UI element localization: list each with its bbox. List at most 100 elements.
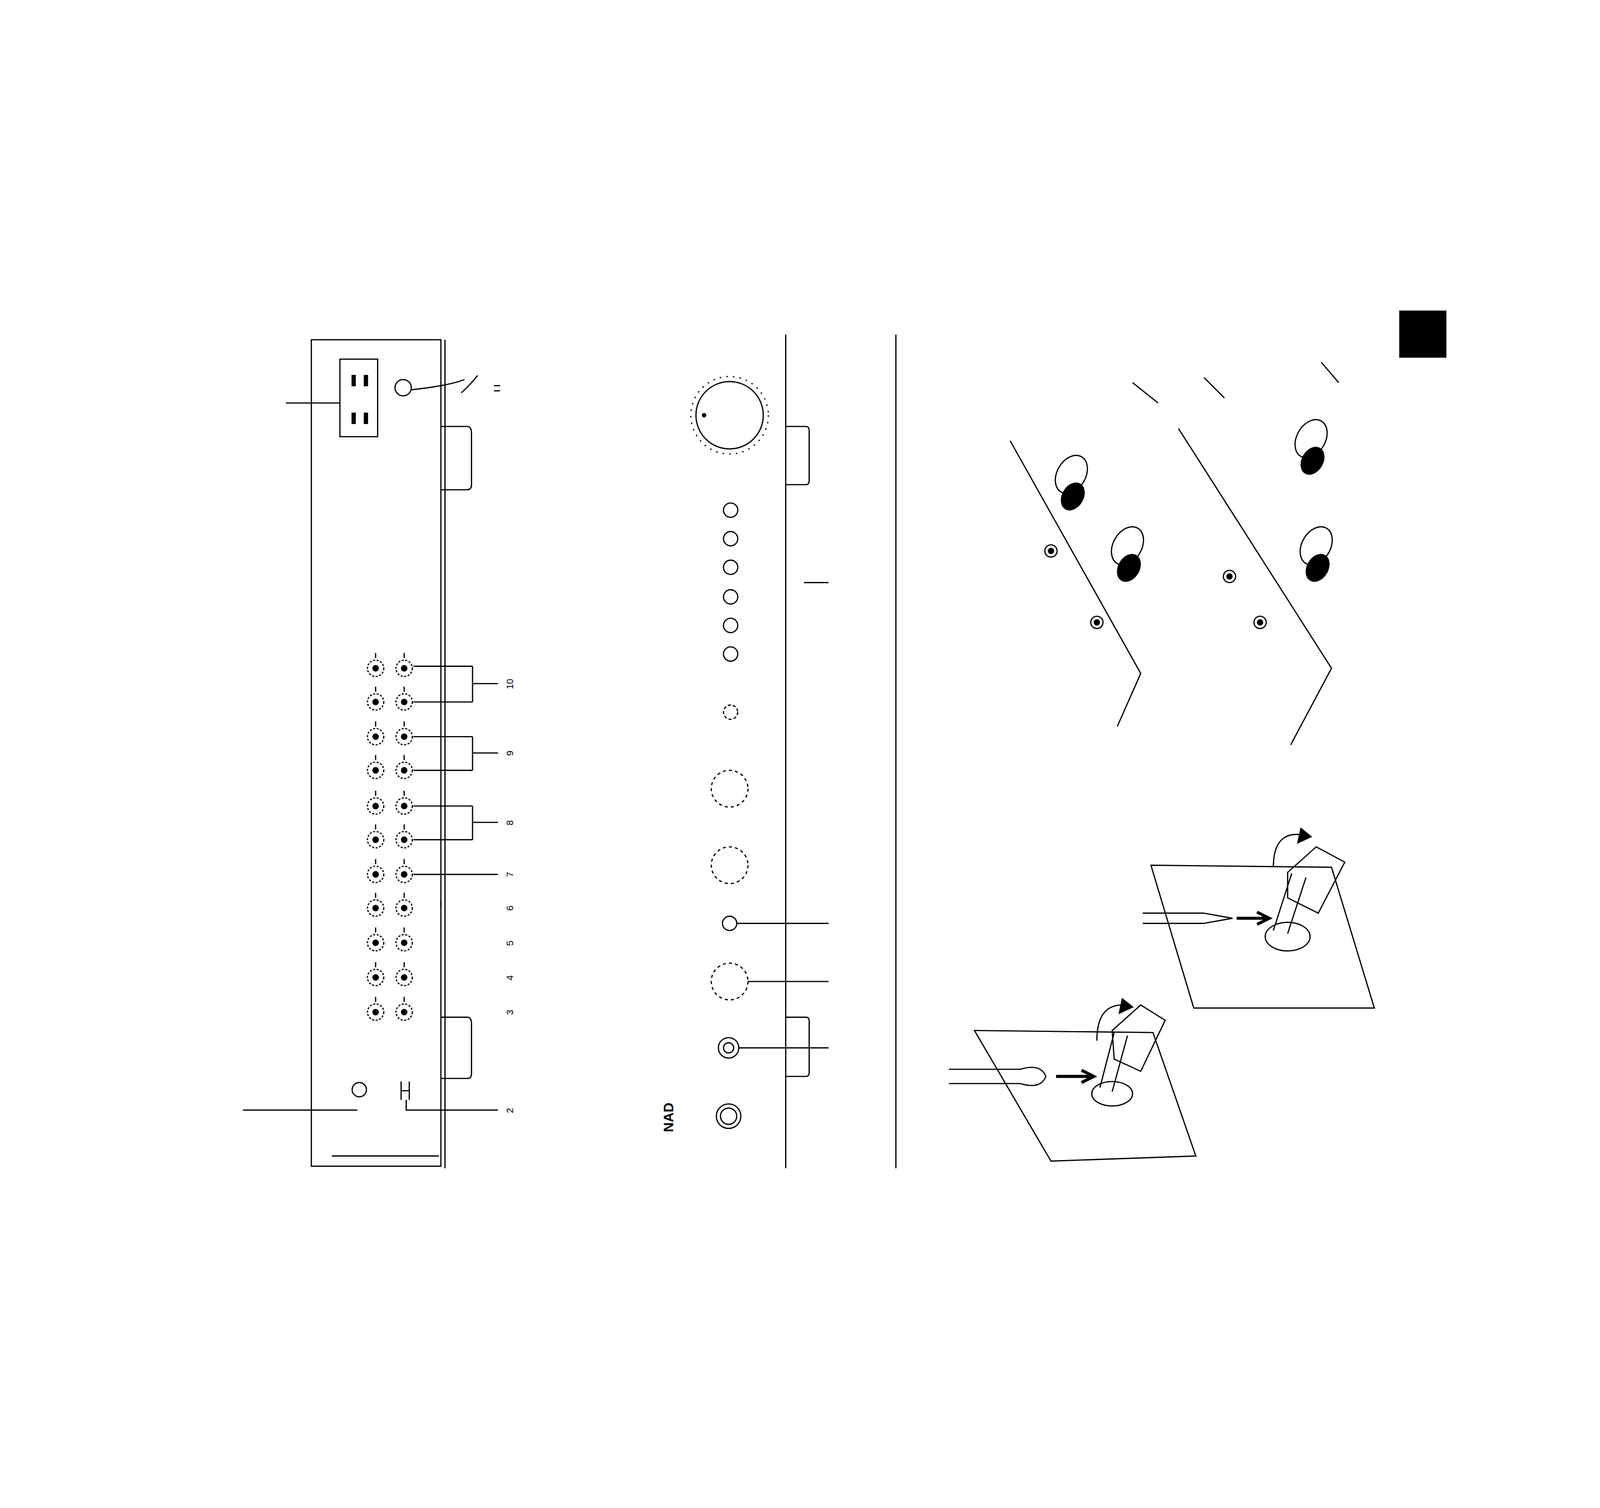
jack-tick [403,686,405,692]
tick [440,900,442,909]
jack-tick [403,721,405,727]
jack-tick [403,996,405,1002]
balance-knob [711,963,748,1000]
panel-edge [785,334,787,1168]
selector-button [723,531,738,546]
post-thread [1100,1032,1128,1092]
jack-tick [374,892,377,898]
jack-pin [401,803,407,809]
rca-jack [396,969,413,986]
symbol [493,390,500,392]
leader-line [472,683,499,685]
turn-arrow [1096,1004,1123,1041]
ac-outlet [339,359,378,437]
speaker-wire [1142,913,1233,924]
terminal-post [1257,619,1263,625]
jack-tick [374,927,377,933]
leader-line [286,402,341,404]
jack-pin [401,699,407,705]
page-tab [1399,311,1446,358]
jack-tick [374,996,377,1002]
jack-pin [401,733,407,739]
jack-tick [374,754,377,760]
outlet-slot [364,375,368,386]
jack-pin [373,905,379,911]
jack-pin [373,733,379,739]
terminal-post [1226,573,1233,579]
post-knob [1287,846,1345,913]
headphone-jack [723,1042,734,1053]
leader-line [804,581,829,584]
rca-jack [396,659,413,677]
headphone-jack [718,1037,739,1058]
panel-sheet [974,1030,1197,1162]
tone-knob [711,846,748,884]
leader-line [413,838,473,841]
jack-tick [374,652,377,658]
rca-jack [367,728,384,745]
rca-jack [396,762,413,779]
tone-knob [711,770,748,807]
knob-scale [690,376,769,455]
terminal-post [1223,570,1236,583]
jack-tick [403,892,405,898]
jack-tick [403,927,405,933]
callout-number: 2 [505,1107,515,1113]
terminal-post [1094,619,1100,625]
selector-button [723,560,738,575]
rear-panel [311,339,441,1167]
panel-edge [331,1155,439,1157]
jack-pin [373,871,379,877]
selector-button [723,502,738,517]
rca-jack [367,762,384,779]
callout-number: 5 [505,940,515,946]
jack-tick [403,824,405,830]
terminal-post [1253,616,1267,629]
leader-line [413,769,473,771]
ground-terminal [401,1081,410,1100]
rca-jack [367,969,384,986]
post-thread [1273,873,1306,934]
power-switch [716,1103,741,1129]
leader-line [472,752,499,754]
symbol [493,385,500,387]
jack-pin [373,1009,379,1015]
push-button [723,704,738,719]
rca-jack [367,866,384,883]
panel-sheet [1150,864,1375,1008]
spade-wire [948,1067,1046,1086]
leader-line [413,701,473,703]
jack-tick [374,686,377,692]
jack-pin [401,974,407,980]
jack-pin [373,837,379,843]
jack-pin [373,665,379,671]
leader-line [406,1099,499,1110]
turn-arrow [1273,834,1302,868]
jack-pin [401,905,407,911]
insert-arrow [1056,1070,1094,1083]
volume-knob [695,381,764,450]
rca-jack [367,899,384,917]
insert-arrow [1236,911,1270,925]
terminal-post [1048,548,1054,554]
rca-jack [396,728,413,745]
jack-tick [374,858,377,865]
post-hole [1091,1081,1133,1106]
leader-line [736,922,829,924]
rca-jack [367,659,384,677]
power-switch [720,1107,737,1125]
amp-rear-edge [1178,428,1332,745]
post-knob [1112,1004,1165,1072]
power-cord [411,375,478,393]
leader-line [738,1047,829,1049]
rca-jack [367,1003,384,1020]
jack-pin [401,767,407,773]
callout-number: 6 [505,905,515,911]
rca-jack [396,693,413,710]
jack-pin [401,871,407,877]
jack-tick [403,652,405,658]
panel-bump [440,426,472,490]
selector-button [723,589,738,604]
